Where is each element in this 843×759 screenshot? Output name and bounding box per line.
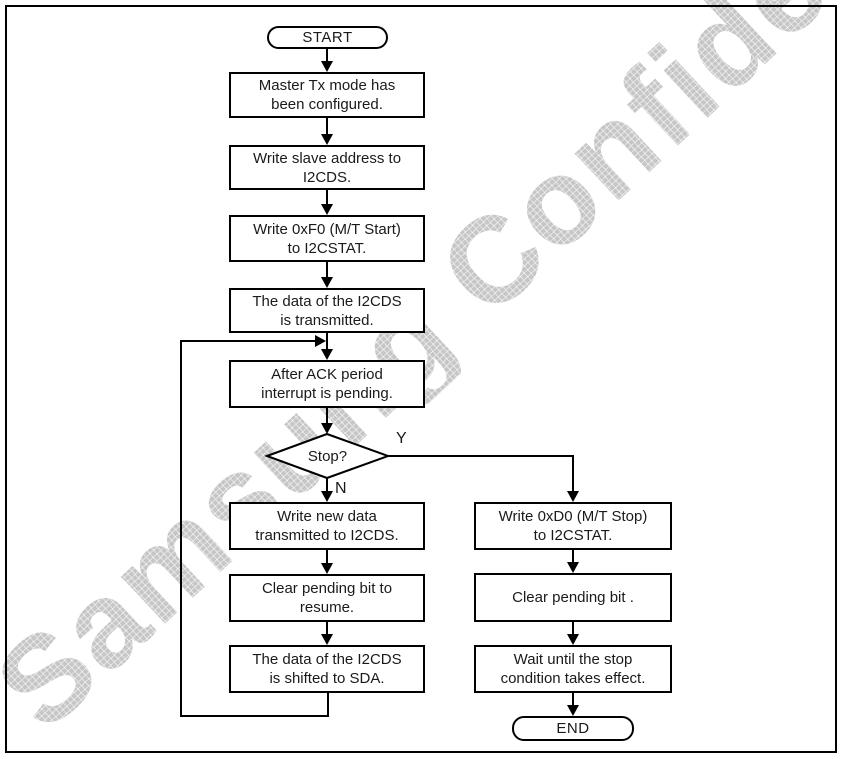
process-write-new-data: Write new data transmitted to I2CDS. [229, 502, 425, 550]
arrowhead-down-icon [567, 562, 579, 573]
connector-loop-back [180, 340, 329, 717]
arrowhead-down-icon [321, 349, 333, 360]
decision-stop-label: Stop? [307, 447, 348, 465]
start-terminator: START [267, 26, 388, 49]
process-configure: Master Tx mode has been configured. [229, 72, 425, 118]
arrowhead-down-icon [567, 705, 579, 716]
connector-decision-yes-branch [388, 455, 574, 492]
process-clear-pending-resume: Clear pending bit to resume. [229, 574, 425, 622]
decision-diamond-shape [264, 432, 391, 480]
arrowhead-down-icon [321, 423, 333, 434]
process-write-slave-address: Write slave address to I2CDS. [229, 145, 425, 190]
process-ack-pending: After ACK period interrupt is pending. [229, 360, 425, 408]
process-wait-stop-condition: Wait until the stop condition takes effe… [474, 645, 672, 693]
process-write-start: Write 0xF0 (M/T Start) to I2CSTAT. [229, 215, 425, 262]
arrowhead-down-icon [321, 61, 333, 72]
arrowhead-right-icon [315, 335, 326, 347]
arrowhead-down-icon [321, 563, 333, 574]
end-terminator: END [512, 716, 634, 741]
branch-no-label: N [335, 480, 347, 497]
arrowhead-down-icon [567, 491, 579, 502]
process-data-shifted: The data of the I2CDS is shifted to SDA. [229, 645, 425, 693]
arrowhead-down-icon [321, 491, 333, 502]
process-clear-pending: Clear pending bit . [474, 573, 672, 622]
process-write-stop: Write 0xD0 (M/T Stop) to I2CSTAT. [474, 502, 672, 550]
arrowhead-down-icon [567, 634, 579, 645]
arrowhead-down-icon [321, 634, 333, 645]
branch-yes-label: Y [396, 430, 407, 447]
arrowhead-down-icon [321, 277, 333, 288]
arrowhead-down-icon [321, 204, 333, 215]
arrowhead-down-icon [321, 134, 333, 145]
process-data-transmitted: The data of the I2CDS is transmitted. [229, 288, 425, 333]
